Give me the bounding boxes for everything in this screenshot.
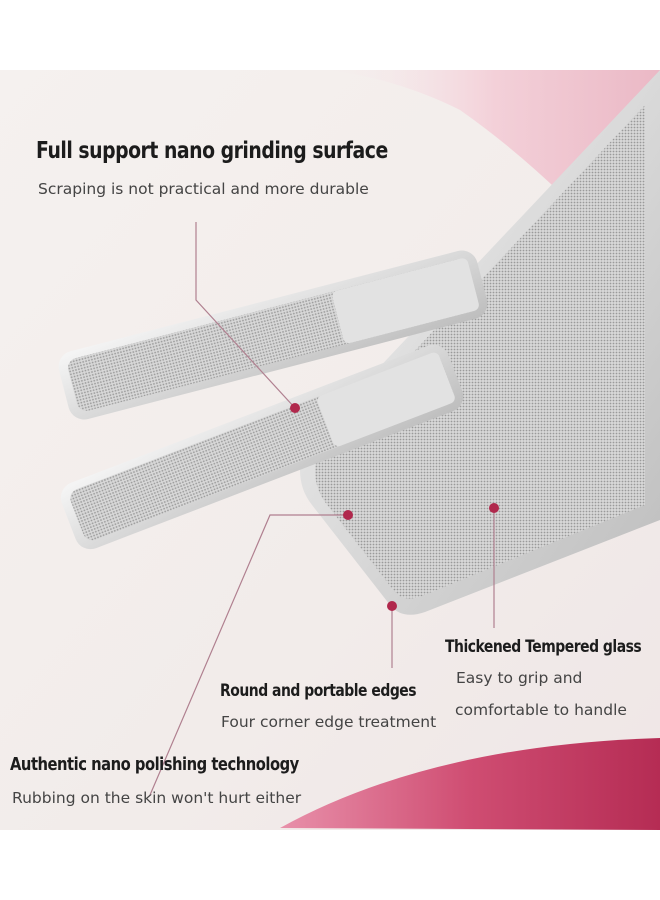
leader-line-grinding <box>195 222 296 409</box>
small-glass-file-bottom <box>60 344 464 550</box>
thick-glass-subtitle-1: Easy to grip and <box>456 669 583 687</box>
round-edges-title: Round and portable edges <box>220 681 417 701</box>
polish-title: Authentic nano polishing technology <box>10 754 299 775</box>
small-glass-file-top <box>58 250 488 420</box>
thick-glass-title: Thickened Tempered glass <box>445 637 642 657</box>
thick-glass-subtitle-2: comfortable to handle <box>455 701 627 719</box>
leader-lines <box>149 222 495 796</box>
pink-wave <box>280 738 660 830</box>
marker-dot-round <box>387 601 397 611</box>
marker-dot-grinding <box>290 403 300 413</box>
grinding-title: Full support nano grinding surface <box>36 138 388 164</box>
marker-dot-thick <box>489 503 499 513</box>
leader-line-polish <box>149 514 348 796</box>
pink-glow <box>330 70 660 300</box>
marker-dot-polish <box>343 510 353 520</box>
large-glass-file <box>300 70 660 615</box>
grinding-subtitle: Scraping is not practical and more durab… <box>38 180 369 198</box>
round-edges-subtitle: Four corner edge treatment <box>221 713 437 731</box>
polish-subtitle: Rubbing on the skin won't hurt either <box>12 789 302 807</box>
